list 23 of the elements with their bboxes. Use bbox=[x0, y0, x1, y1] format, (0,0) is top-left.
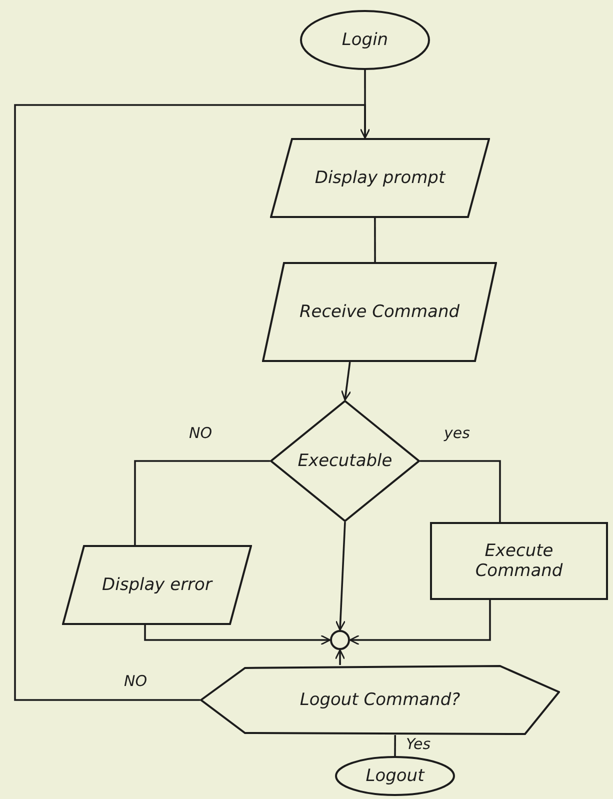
connector-arrow bbox=[144, 625, 331, 646]
node-text: Execute Command bbox=[474, 541, 564, 581]
decision-display-shape bbox=[200, 665, 560, 735]
decision-diamond bbox=[270, 400, 420, 522]
connector-arrow bbox=[349, 600, 491, 646]
node-text: Logout Command? bbox=[298, 690, 462, 710]
node-text: Receive Command bbox=[298, 302, 461, 322]
node-text: Display error bbox=[101, 575, 214, 595]
input-output-parallelogram bbox=[270, 138, 490, 218]
connector-arrow bbox=[14, 104, 370, 701]
process-box bbox=[430, 522, 608, 600]
start-oval bbox=[300, 10, 430, 70]
output-parallelogram bbox=[62, 545, 252, 625]
connector-arrow bbox=[340, 362, 352, 401]
node-text: Login bbox=[340, 30, 390, 50]
connector-arrow bbox=[335, 522, 346, 631]
end-oval bbox=[335, 756, 455, 796]
connector-circle bbox=[330, 630, 350, 650]
connector-arrow bbox=[334, 649, 346, 665]
node-text: Display prompt bbox=[314, 168, 447, 188]
input-output-parallelogram bbox=[262, 262, 497, 362]
node-text: Executable bbox=[296, 451, 394, 471]
node-text: Logout bbox=[364, 766, 426, 786]
